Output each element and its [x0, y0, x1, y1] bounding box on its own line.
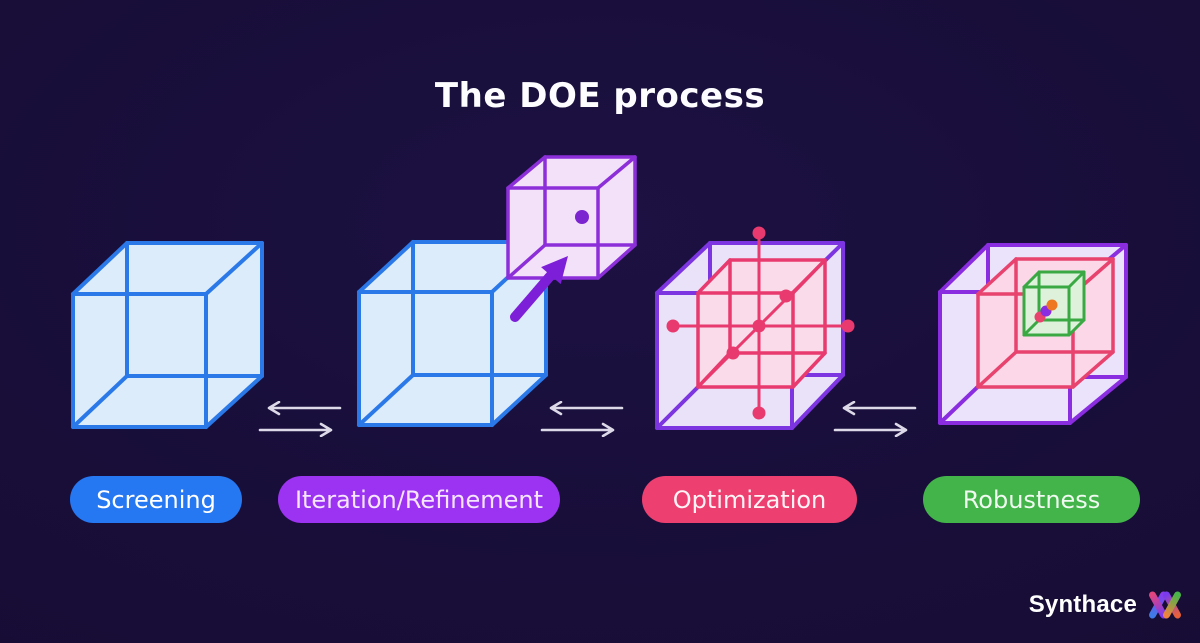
- exchange-arrows-3: [833, 400, 917, 441]
- blue-cube-with-purple-subcube-icon: [357, 155, 637, 427]
- synthace-logo: Synthace: [1029, 587, 1184, 623]
- nested-cubes-icon: [938, 243, 1128, 425]
- synthace-logo-icon: [1149, 591, 1181, 619]
- design-points: [666, 226, 855, 420]
- screening-cube-figure: [65, 236, 270, 440]
- design-point-dot: [575, 210, 589, 224]
- stage-pill-optimization: Optimization: [642, 476, 857, 523]
- synthace-logo-text: Synthace: [1028, 591, 1137, 618]
- stage-pill-iteration-refinement: Iteration/Refinement: [278, 476, 560, 523]
- iteration-cube-figure: [355, 150, 640, 434]
- robustness-cube-figure: [932, 235, 1132, 431]
- exchange-arrows-1: [258, 400, 342, 441]
- blue-cube-icon: [71, 241, 264, 429]
- stage-pill-robustness: Robustness: [923, 476, 1140, 523]
- optimization-cube-figure: [648, 222, 860, 436]
- stage-pill-screening: Screening: [70, 476, 242, 523]
- exchange-arrows-2: [540, 400, 624, 441]
- bidirectional-arrows-icon: [540, 400, 624, 438]
- bidirectional-arrows-icon: [258, 400, 342, 438]
- ccd-cube-icon: [655, 226, 855, 430]
- page-title: The DOE process: [434, 76, 766, 116]
- refinement-arrow-icon: [510, 256, 568, 322]
- bidirectional-arrows-icon: [833, 400, 917, 438]
- optimum-point-cluster: [1034, 299, 1058, 323]
